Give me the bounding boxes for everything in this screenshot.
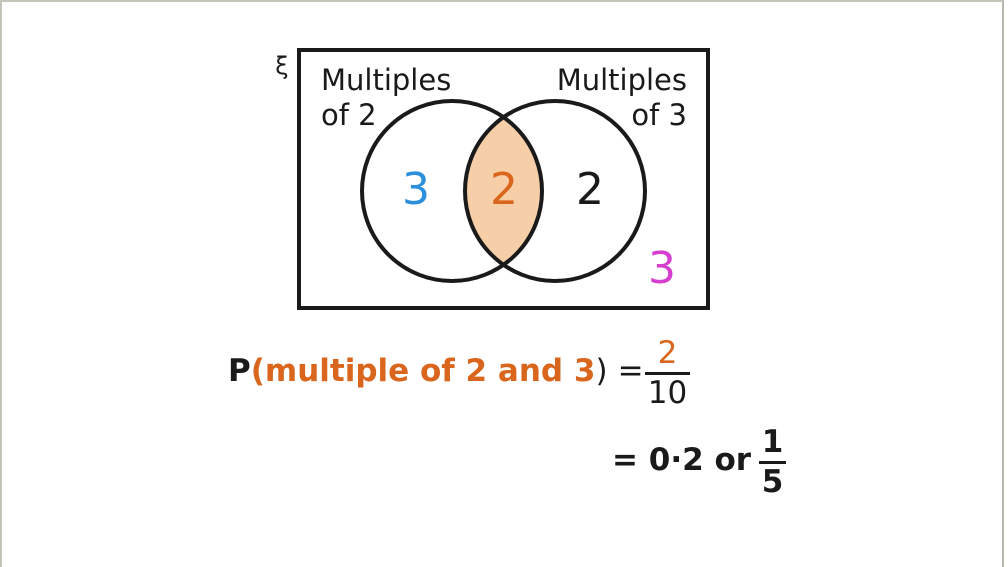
decimal-value: 0·2: [648, 442, 704, 478]
count-multiples-of-2-only: 3: [402, 164, 430, 215]
close-paren: ): [595, 353, 608, 389]
set-label-3-line1: Multiples: [557, 63, 687, 97]
event-description: multiple of 2 and 3: [264, 353, 596, 389]
set-label-2-line2: of 2: [321, 98, 377, 132]
count-multiples-of-3-only: 2: [576, 164, 604, 215]
set-circle-multiples-of-3: [463, 99, 647, 283]
fraction-1-over-5: 1 5: [759, 427, 786, 498]
equals-sign-2: =: [612, 442, 638, 478]
universal-set-box: [297, 48, 710, 310]
fraction-denominator-2: 5: [761, 464, 784, 500]
fraction-numerator: 2: [657, 335, 678, 371]
universal-set-symbol: ξ: [275, 52, 288, 80]
open-paren: (: [250, 353, 265, 389]
count-intersection: 2: [490, 164, 518, 215]
fraction-bar: [645, 372, 690, 375]
fraction-bar-2: [759, 461, 786, 464]
fraction-2-over-10: 2 10: [645, 338, 690, 409]
set-label-3-line2: of 3: [631, 98, 687, 132]
probability-expression: P(multiple of 2 and 3)=: [228, 356, 644, 387]
fraction-numerator-2: 1: [761, 424, 784, 460]
or-word: or: [714, 442, 752, 478]
set-label-2-line1: Multiples: [321, 63, 451, 97]
fraction-denominator: 10: [647, 375, 688, 411]
set-circle-multiples-of-2: [360, 99, 544, 283]
probability-p: P: [228, 353, 251, 389]
count-outside: 3: [648, 243, 676, 294]
equals-sign: =: [617, 353, 644, 389]
intersection-region: [465, 101, 542, 281]
probability-result: = 0·2 or: [612, 445, 751, 476]
